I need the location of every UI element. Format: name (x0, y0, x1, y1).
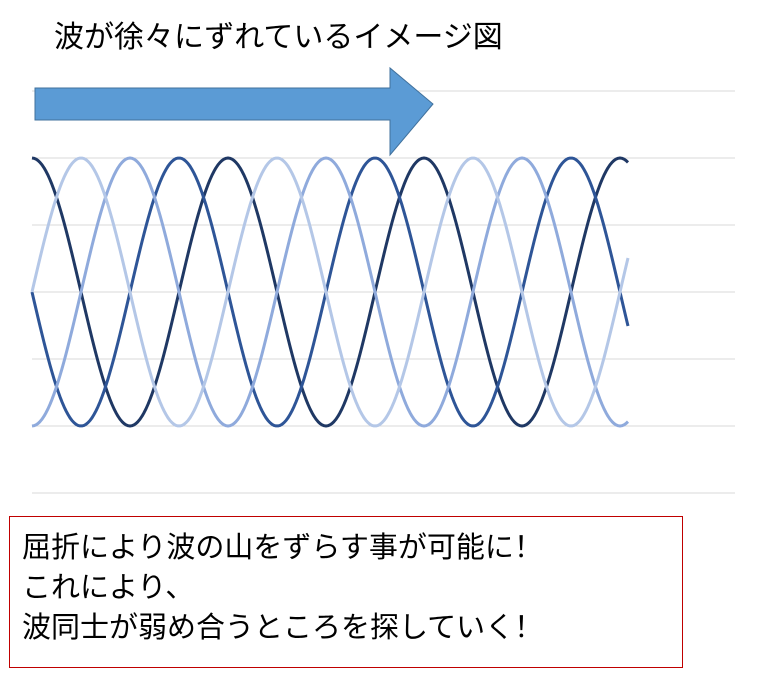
note-line-3: 波同士が弱め合うところを探していく！ (22, 610, 544, 644)
wave-2 (30, 156, 630, 428)
note-box: 屈折により波の山をずらす事が可能に！ これにより、 波同士が弱め合うところを探し… (9, 516, 683, 668)
wave-4 (30, 156, 630, 428)
note-line-1: 屈折により波の山をずらす事が可能に！ (22, 530, 543, 564)
wave-3 (31, 156, 630, 428)
diagram-title: 波が徐々にずれているイメージ図 (54, 20, 503, 55)
waves (30, 156, 630, 428)
wave-1 (31, 156, 630, 428)
gridlines (32, 90, 735, 494)
note-line-2: これにより、 (22, 570, 195, 604)
right-arrow-icon (34, 66, 434, 157)
